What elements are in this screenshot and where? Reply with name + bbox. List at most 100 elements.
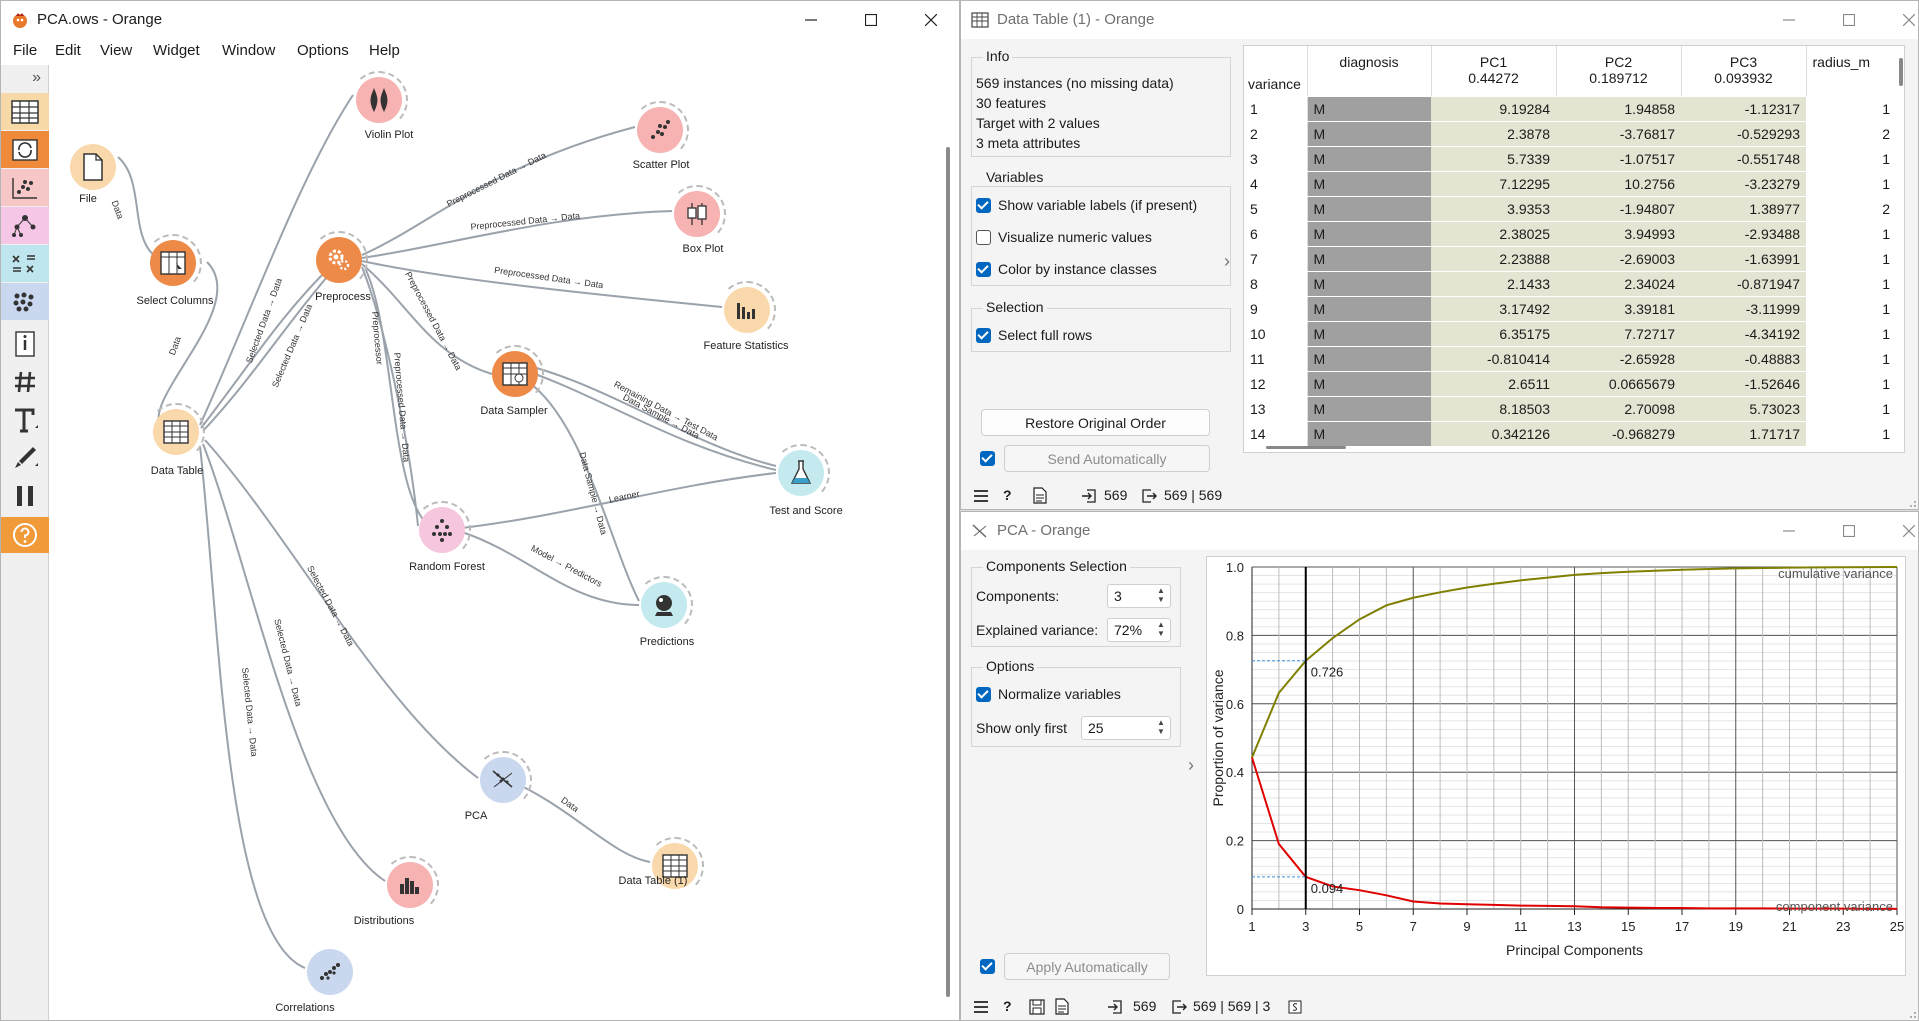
cell-pc1[interactable]: 7.12295 [1431,171,1556,197]
link-table-violin[interactable] [199,94,354,426]
node-test-and-score[interactable] [772,444,830,502]
cell-pc1[interactable]: 3.9353 [1431,196,1556,222]
cell-diagnosis[interactable]: M [1307,321,1431,347]
category-transform[interactable] [1,131,49,168]
cell-radius[interactable]: 1 [1806,296,1896,322]
menu-widget[interactable]: Widget [153,42,200,59]
visualize-numeric-checkbox[interactable] [976,230,991,245]
row-index[interactable]: 1 [1244,96,1308,122]
components-spinbox[interactable]: 3 ▲▼ [1107,584,1171,608]
cell-pc3[interactable]: -1.52646 [1681,371,1806,397]
maximize-button[interactable] [1829,518,1869,544]
row-index[interactable]: 10 [1244,321,1308,347]
link-table-preprocess-b[interactable] [202,263,339,432]
save-icon[interactable] [1029,999,1045,1015]
close-button[interactable] [911,7,951,33]
apply-automatically-checkbox[interactable] [980,959,995,974]
spin-arrows-icon[interactable]: ▲▼ [1157,718,1165,736]
node-violin-plot[interactable] [350,71,408,129]
link-table-correlations[interactable] [199,445,306,969]
link-pre-scatter[interactable] [361,126,636,256]
cell-diagnosis[interactable]: M [1307,246,1431,272]
category-evaluate[interactable] [1,245,49,282]
link-sampler-test-remaining[interactable] [517,362,777,467]
node-data-table-1[interactable] [646,837,704,895]
table-vertical-scrollbar[interactable] [1899,58,1903,86]
column-header-radius[interactable]: radius_m [1806,46,1896,97]
cell-pc2[interactable]: 2.70098 [1556,396,1681,422]
close-button[interactable] [1889,518,1918,544]
toolbox-collapse-button[interactable]: » [32,69,41,86]
cell-pc2[interactable]: 10.2756 [1556,171,1681,197]
menu-window[interactable]: Window [222,42,276,59]
cell-pc1[interactable]: -0.810414 [1431,346,1556,372]
cell-pc3[interactable]: -4.34192 [1681,321,1806,347]
menu-view[interactable]: View [100,42,133,59]
cell-radius[interactable]: 1 [1806,171,1896,197]
show-labels-label[interactable]: Show variable labels (if present) [998,197,1198,213]
category-data[interactable] [1,93,49,130]
row-index[interactable]: 8 [1244,271,1308,297]
cell-diagnosis[interactable]: M [1307,196,1431,222]
cell-pc1[interactable]: 5.7339 [1431,146,1556,172]
panel-splitter-arrow[interactable]: › [1188,755,1194,775]
apply-automatically-button[interactable]: Apply Automatically [1004,953,1170,980]
node-preprocess[interactable] [310,231,368,289]
menu-edit[interactable]: Edit [55,42,81,59]
row-index[interactable]: 7 [1244,246,1308,272]
row-index[interactable]: 2 [1244,121,1308,147]
cell-radius[interactable]: 1 [1806,221,1896,247]
cell-radius[interactable]: 1 [1806,396,1896,422]
category-info[interactable] [1,325,49,362]
node-data-sampler[interactable] [486,345,544,403]
node-pca[interactable] [474,751,532,809]
cell-pc1[interactable]: 0.342126 [1431,421,1556,447]
show-only-first-spinbox[interactable]: 25 ▲▼ [1081,716,1171,740]
cell-diagnosis[interactable]: M [1307,346,1431,372]
cell-pc1[interactable]: 2.23888 [1431,246,1556,272]
color-by-class-label[interactable]: Color by instance classes [998,261,1157,277]
node-distributions[interactable] [381,856,439,914]
table-horizontal-scrollbar[interactable] [1266,446,1346,449]
help-icon[interactable]: ? [1003,487,1012,503]
link-table-pca[interactable] [204,439,479,779]
menu-help[interactable]: Help [369,42,400,59]
cell-pc3[interactable]: -0.48883 [1681,346,1806,372]
cell-diagnosis[interactable]: M [1307,146,1431,172]
cell-pc2[interactable]: 2.34024 [1556,271,1681,297]
help-icon[interactable]: ? [1003,998,1012,1014]
spin-arrows-icon[interactable]: ▲▼ [1157,620,1165,638]
row-index[interactable]: 9 [1244,296,1308,322]
node-random-forest[interactable] [413,501,471,559]
help-button[interactable] [1,517,49,553]
cell-pc2[interactable]: 7.72717 [1556,321,1681,347]
cell-radius[interactable]: 2 [1806,121,1896,147]
link-rf-test[interactable] [461,472,777,529]
node-scatter-plot[interactable] [631,101,689,159]
resize-grip-icon[interactable] [1907,498,1917,508]
cell-diagnosis[interactable]: M [1307,421,1431,447]
send-automatically-button[interactable]: Send Automatically [1004,445,1210,472]
cell-radius[interactable]: 1 [1806,246,1896,272]
cell-pc3[interactable]: -0.529293 [1681,121,1806,147]
menu-icon[interactable] [973,489,989,503]
show-labels-checkbox[interactable] [976,198,991,213]
row-index[interactable]: 11 [1244,346,1308,372]
category-pause[interactable] [1,477,49,514]
maximize-button[interactable] [851,7,891,33]
cell-radius[interactable]: 1 [1806,96,1896,122]
cell-pc2[interactable]: -1.07517 [1556,146,1681,172]
cell-pc1[interactable]: 3.17492 [1431,296,1556,322]
row-index[interactable]: 6 [1244,221,1308,247]
